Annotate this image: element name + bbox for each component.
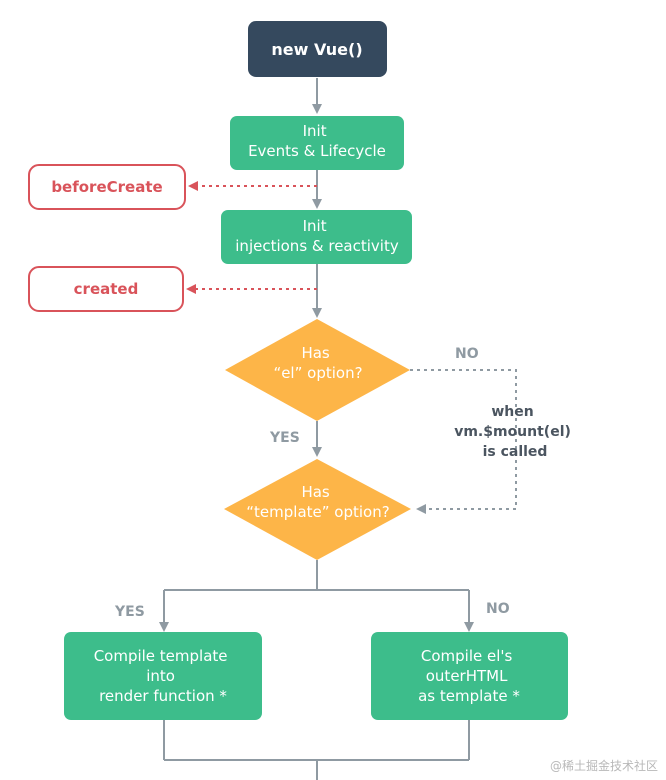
init-injections-line-1: Init	[303, 217, 327, 235]
mount-note-line-2: vm.$mount(el)	[454, 424, 571, 440]
has-el-decision: Has “el” option?	[225, 319, 410, 421]
compile-el-node: Compile el's outerHTML as template *	[371, 632, 568, 720]
compile-el-label: Compile el's outerHTML as template *	[418, 647, 520, 705]
init-injections-label: Init injections & reactivity	[235, 217, 399, 255]
has-el-line-1: Has	[301, 344, 329, 362]
connector-has-el-no	[410, 369, 517, 514]
yes-label-template: YES	[114, 604, 145, 620]
before-create-label: beforeCreate	[51, 178, 162, 196]
init-injections-node: Init injections & reactivity	[221, 210, 412, 264]
has-template-label: Has “template” option?	[246, 483, 389, 521]
start-label: new Vue()	[271, 40, 362, 59]
compile-template-line-3: render function *	[99, 687, 227, 705]
init-events-label: Init Events & Lifecycle	[248, 122, 386, 160]
created-hook: created	[28, 266, 184, 312]
before-create-hook: beforeCreate	[28, 164, 186, 210]
start-node: new Vue()	[248, 21, 387, 77]
compile-el-line-1: Compile el's	[421, 647, 513, 665]
compile-template-node: Compile template into render function *	[64, 632, 262, 720]
compile-template-label: Compile template into render function *	[94, 647, 233, 705]
no-label-template: NO	[486, 601, 510, 617]
has-template-line-2: “template” option?	[246, 503, 389, 521]
mount-note: when vm.$mount(el) is called	[454, 404, 576, 460]
has-el-label: Has “el” option?	[273, 344, 362, 382]
no-label-el: NO	[455, 346, 479, 362]
compile-el-line-3: as template *	[418, 687, 520, 705]
mount-note-line-1: when	[491, 404, 533, 420]
init-events-line-2: Events & Lifecycle	[248, 142, 386, 160]
watermark: @稀土掘金技术社区	[549, 759, 658, 773]
connectors	[159, 78, 517, 780]
init-events-node: Init Events & Lifecycle	[230, 116, 404, 170]
mount-note-line-3: is called	[483, 444, 548, 460]
has-template-decision: Has “template” option?	[224, 459, 411, 560]
hook-connectors	[186, 181, 317, 294]
has-el-line-2: “el” option?	[273, 364, 362, 382]
created-label: created	[74, 280, 139, 298]
compile-template-line-2: into	[146, 667, 175, 685]
compile-template-line-1: Compile template	[94, 647, 228, 665]
init-injections-line-2: injections & reactivity	[235, 237, 399, 255]
compile-el-line-2: outerHTML	[426, 667, 508, 685]
init-events-line-1: Init	[303, 122, 327, 140]
yes-label-el: YES	[269, 430, 300, 446]
has-template-line-1: Has	[301, 483, 329, 501]
